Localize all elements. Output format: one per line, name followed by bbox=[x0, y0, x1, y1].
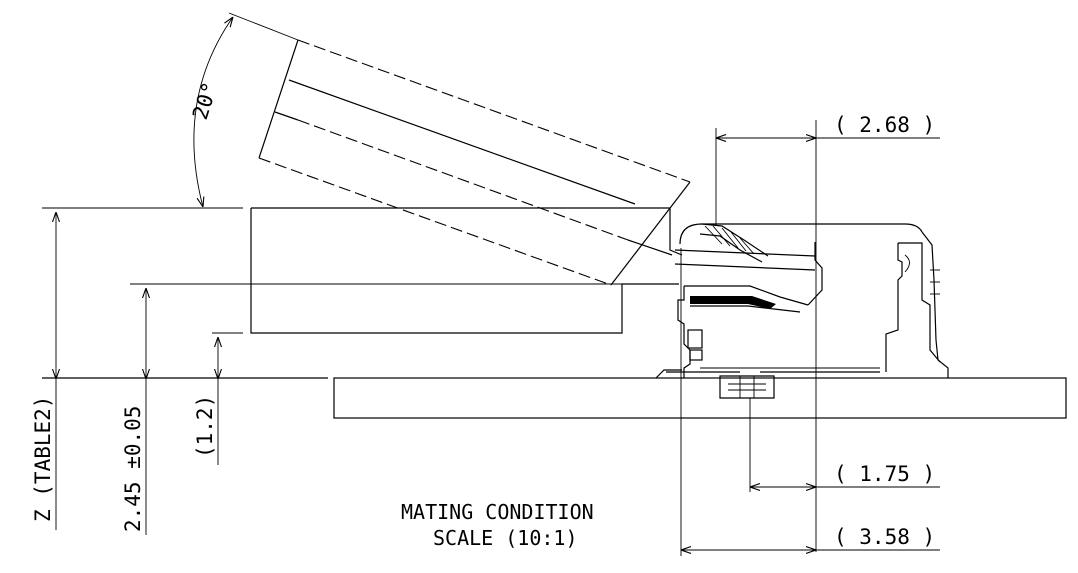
caption-title: MATING CONDITION bbox=[401, 500, 594, 524]
fpc-mated bbox=[250, 207, 816, 334]
connector-body bbox=[655, 223, 949, 399]
height-mated-label: 2.45 ±0.05 bbox=[121, 406, 145, 532]
angle-label: 20° bbox=[188, 79, 223, 122]
caption-scale: SCALE (10:1) bbox=[433, 526, 578, 550]
height-z-label: Z (TABLE2) bbox=[31, 396, 55, 522]
width-top-label: ( 2.68 ) bbox=[834, 113, 935, 137]
width-bottom-label: ( 3.58 ) bbox=[834, 525, 935, 549]
fpc-rotated-phantom bbox=[258, 39, 691, 286]
width-dimensions: ( 2.68 ) ( 1.75 ) ( 3.58 ) bbox=[680, 113, 940, 556]
pcb-board bbox=[42, 377, 1067, 419]
height-fpc-label: (1.2) bbox=[193, 395, 217, 458]
angle-dimension: 20° bbox=[188, 12, 299, 207]
width-mid-label: ( 1.75 ) bbox=[834, 462, 935, 486]
height-dimensions: Z (TABLE2) 2.45 ±0.05 (1.2) bbox=[31, 207, 622, 535]
drawing-caption: MATING CONDITION SCALE (10:1) bbox=[401, 500, 594, 550]
